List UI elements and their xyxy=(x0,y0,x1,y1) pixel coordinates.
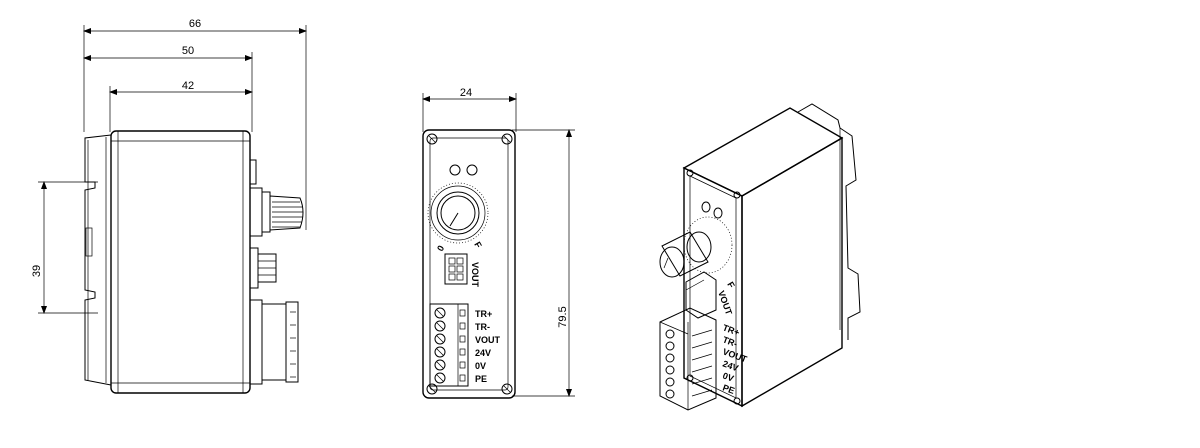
socket-side xyxy=(249,247,277,289)
vout-socket: VOUT xyxy=(444,253,480,288)
dimension-50-label: 50 xyxy=(182,45,194,57)
iso-terminal-label-0v: 0V xyxy=(721,370,735,383)
corner-screws xyxy=(426,133,513,395)
terminal-block-front: TR+ TR- VOUT 24V 0V PE xyxy=(429,303,501,387)
vout-socket-label: VOUT xyxy=(470,262,480,288)
iso-knob-max-label: F xyxy=(725,280,737,290)
iso-right-face xyxy=(741,136,843,408)
iso-din-clip xyxy=(797,103,861,340)
dimension-42-label: 42 xyxy=(182,80,194,92)
dimension-66-label: 66 xyxy=(189,18,201,30)
din-rail-clip xyxy=(84,134,112,386)
terminal-screw xyxy=(434,333,446,345)
iso-terminal-screw xyxy=(665,341,675,351)
iso-front-face xyxy=(683,166,743,408)
knob-max-label: F xyxy=(472,240,484,250)
iso-knob: F xyxy=(659,216,737,290)
terminal-label-pe: PE xyxy=(475,374,487,384)
iso-socket-label: VOUT xyxy=(716,289,734,316)
dimension-39-label: 39 xyxy=(31,265,43,277)
knob-side xyxy=(249,159,304,237)
terminal-screw xyxy=(434,372,446,384)
terminal-label-tr-minus: TR- xyxy=(475,322,490,332)
potentiometer-knob: 0 F xyxy=(427,182,489,253)
iso-terminal-screw xyxy=(665,365,675,375)
terminal-block-side xyxy=(249,299,299,385)
terminal-label-tr-plus: TR+ xyxy=(475,309,492,319)
dimension-50: 50 xyxy=(83,45,253,61)
terminal-pin xyxy=(459,374,466,382)
iso-terminal-label-pe: PE xyxy=(721,382,736,396)
dimension-66: 66 xyxy=(83,18,307,34)
iso-terminal-screw xyxy=(665,377,675,387)
iso-terminal-label-tr-minus: TR- xyxy=(721,334,739,349)
housing-front xyxy=(422,129,516,399)
led-indicator xyxy=(466,164,478,176)
dimension-39: 39 xyxy=(31,181,98,314)
knob-min-label: 0 xyxy=(435,244,446,253)
dimension-24: 24 xyxy=(422,87,517,132)
dimension-79-5: 79.5 xyxy=(512,129,575,397)
terminal-pin xyxy=(459,309,466,317)
iso-socket: VOUT xyxy=(685,271,734,319)
terminal-label-0v: 0V xyxy=(475,361,486,371)
terminal-pin xyxy=(459,335,466,343)
iso-terminal-screw xyxy=(665,389,675,399)
dimension-42: 42 xyxy=(109,80,253,95)
terminal-pin xyxy=(459,322,466,330)
terminal-label-24v: 24V xyxy=(475,348,491,358)
terminal-pin xyxy=(459,348,466,356)
side-view: 66 50 42 39 xyxy=(31,18,307,394)
isometric-view: F VOUT TR+ TR- VOUT 24V 0V PE xyxy=(659,103,861,411)
terminal-screw xyxy=(434,307,446,319)
terminal-pin xyxy=(459,361,466,369)
dimension-24-label: 24 xyxy=(460,87,472,99)
terminal-screw xyxy=(434,320,446,332)
terminal-label-vout: VOUT xyxy=(475,335,501,345)
terminal-screw xyxy=(434,359,446,371)
iso-terminal-screw xyxy=(665,353,675,363)
led-indicator xyxy=(449,164,461,176)
housing-side xyxy=(110,130,251,394)
front-view: 24 79.5 0 F xyxy=(422,87,575,399)
terminal-screw xyxy=(434,346,446,358)
iso-terminal-screw xyxy=(665,329,675,339)
iso-terminal-block: TR+ TR- VOUT 24V 0V PE xyxy=(659,307,749,411)
dimension-79-5-label: 79.5 xyxy=(557,306,569,327)
